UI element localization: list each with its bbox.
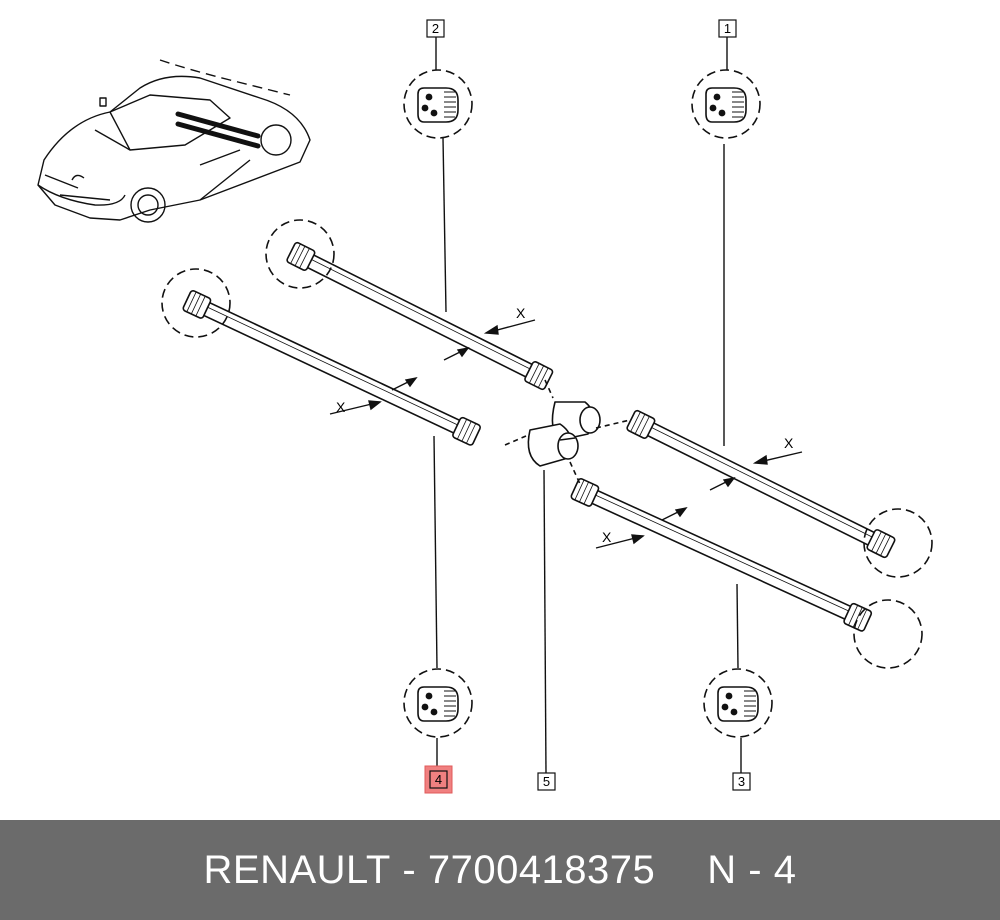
separator: - [402, 847, 417, 892]
torsion-bar-4 [161, 268, 481, 446]
callout-label: 4 [435, 772, 442, 787]
mounting-bracket-5 [504, 379, 631, 485]
part-number: 7700418375 [427, 847, 656, 892]
leader-lines [433, 36, 742, 775]
plug-inset-3 [703, 668, 773, 738]
part-info-footer: RENAULT - 7700418375 N - 4 [0, 820, 1000, 920]
parts-diagram: X X X X 2 1 4 5 3 [37, 19, 933, 794]
callout-2[interactable]: 2 [426, 19, 445, 38]
callout-label: 3 [738, 774, 745, 789]
callout-1[interactable]: 1 [718, 19, 737, 38]
plug-inset-4 [403, 668, 473, 738]
dimension-markers [329, 319, 803, 549]
dimension-label-x: X [784, 435, 794, 451]
dimension-label-x: X [516, 305, 526, 321]
callout-3[interactable]: 3 [732, 772, 751, 791]
torsion-bar-1 [626, 409, 933, 578]
dimension-label-x: X [336, 399, 346, 415]
diagram-position: N - 4 [707, 847, 797, 892]
brand-name: RENAULT [203, 847, 391, 892]
plug-inset-1 [691, 69, 761, 139]
callout-label: 1 [724, 21, 731, 36]
callout-label: 5 [543, 774, 550, 789]
callout-4[interactable]: 4 [424, 765, 453, 794]
plug-inset-2 [403, 69, 473, 139]
callout-5[interactable]: 5 [537, 772, 556, 791]
dimension-label-x: X [602, 529, 612, 545]
torsion-bar-3 [570, 478, 923, 669]
car-torsion-bar-marks [175, 111, 261, 149]
car-illustration [37, 59, 311, 223]
callout-label: 2 [432, 21, 439, 36]
